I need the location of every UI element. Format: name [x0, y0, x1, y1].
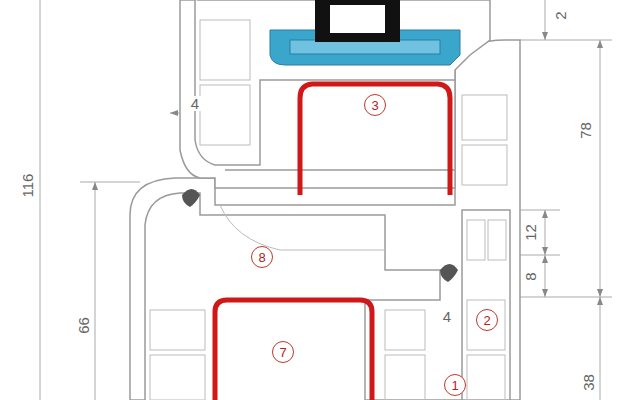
callout-circle: 8: [251, 246, 273, 268]
dimension-label: 8: [523, 270, 538, 282]
callout-circle: 7: [272, 341, 294, 363]
callout-circle: 1: [444, 374, 466, 396]
dimension-label: 4: [441, 309, 453, 324]
callout-circle: 3: [364, 94, 386, 116]
dimension-label: 78: [578, 120, 593, 141]
callout-number: 7: [279, 346, 286, 359]
dimension-label: 12: [523, 222, 538, 243]
dimension-label: 4: [189, 96, 201, 111]
callout-number: 3: [371, 99, 378, 112]
dimension-label: 2: [553, 9, 568, 21]
dimension-label: 66: [76, 315, 91, 336]
callout-number: 8: [258, 251, 265, 264]
dimension-label: 116: [20, 171, 35, 199]
callout-number: 1: [451, 379, 458, 392]
dimension-label: 38: [581, 372, 596, 393]
callout-number: 2: [483, 314, 490, 327]
callout-circle: 2: [476, 309, 498, 331]
